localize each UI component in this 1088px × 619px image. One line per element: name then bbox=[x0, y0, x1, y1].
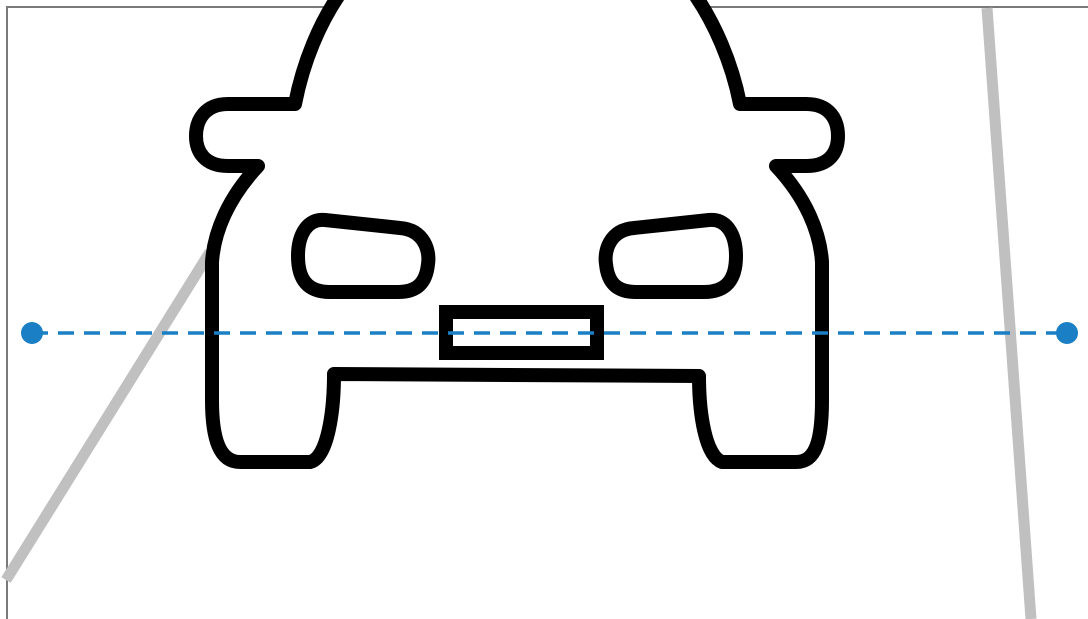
left-headlight bbox=[298, 220, 428, 292]
car-body-outline bbox=[196, 0, 838, 462]
left-lane-line bbox=[6, 252, 210, 580]
right-calibration-handle[interactable] bbox=[1056, 322, 1078, 344]
car-front-icon bbox=[196, 0, 838, 462]
left-calibration-handle[interactable] bbox=[21, 322, 43, 344]
license-plate bbox=[446, 312, 597, 353]
right-headlight bbox=[606, 220, 736, 292]
right-lane-line bbox=[987, 8, 1031, 619]
